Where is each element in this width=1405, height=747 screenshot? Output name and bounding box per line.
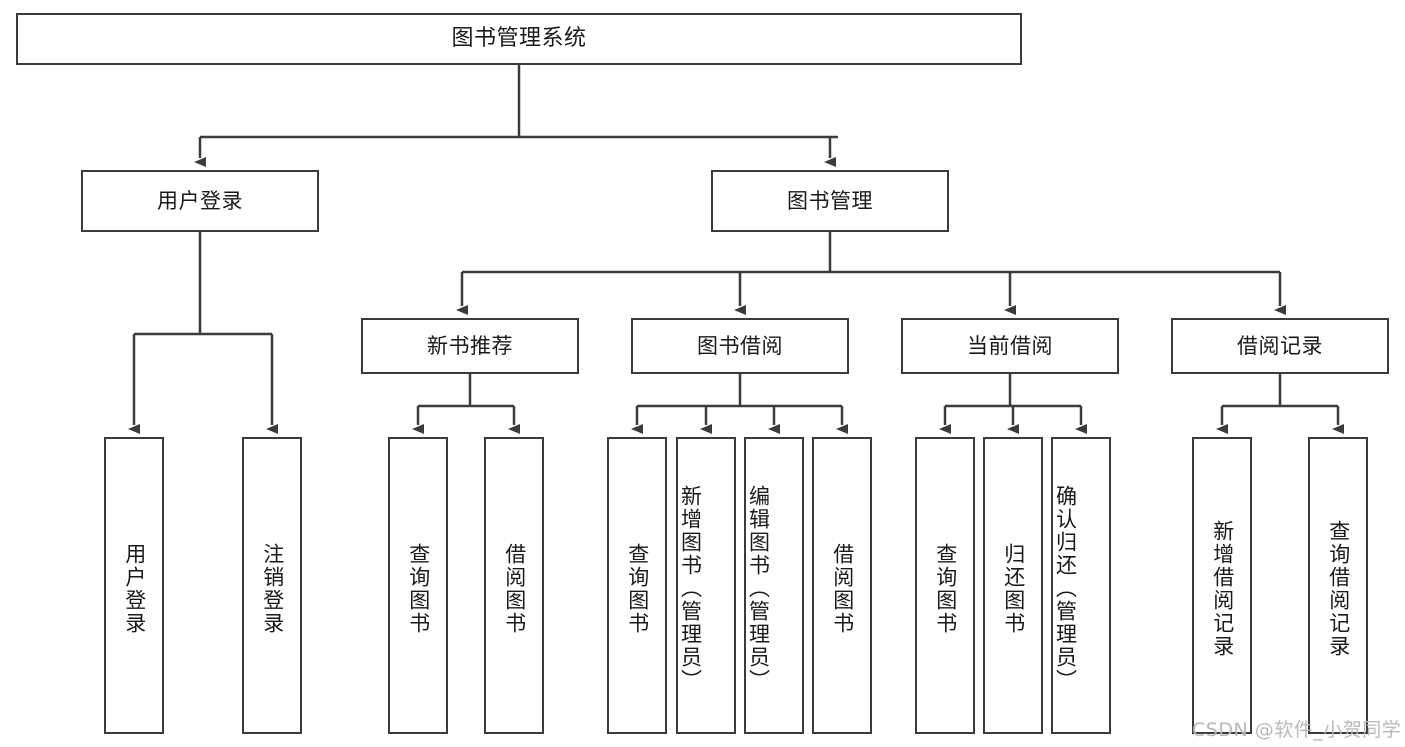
node-leaf-edit-book[interactable]: 编辑图书（管理员）: [744, 437, 804, 734]
node-leaf-logout-label: 注销登录: [260, 542, 285, 635]
node-leaf-borrow-book-1[interactable]: 借阅图书: [484, 437, 544, 734]
node-book-borrow-label: 图书借阅: [697, 333, 783, 358]
node-leaf-add-record-label: 新增借阅记录: [1210, 519, 1235, 658]
node-leaf-query-record[interactable]: 查询借阅记录: [1308, 437, 1368, 734]
node-new-book-rec[interactable]: 新书推荐: [361, 318, 579, 374]
node-leaf-borrow-book-1-label: 借阅图书: [502, 542, 527, 635]
node-leaf-add-record[interactable]: 新增借阅记录: [1192, 437, 1252, 734]
node-leaf-borrow-book-2-label: 借阅图书: [830, 542, 855, 635]
node-leaf-query-book-1-label: 查询图书: [406, 542, 431, 635]
node-leaf-query-record-label: 查询借阅记录: [1326, 519, 1351, 658]
node-leaf-user-login-label: 用户登录: [122, 542, 147, 635]
node-leaf-query-book-3[interactable]: 查询图书: [915, 437, 975, 734]
watermark: CSDN @软件_小贺同学: [1192, 715, 1401, 742]
node-borrow-record[interactable]: 借阅记录: [1171, 318, 1389, 374]
node-leaf-return-book[interactable]: 归还图书: [983, 437, 1043, 734]
node-book-manage[interactable]: 图书管理: [711, 170, 949, 232]
node-user-login[interactable]: 用户登录: [81, 170, 319, 232]
node-book-borrow[interactable]: 图书借阅: [631, 318, 849, 374]
node-borrow-record-label: 借阅记录: [1237, 333, 1323, 358]
node-leaf-query-book-2[interactable]: 查询图书: [607, 437, 667, 734]
watermark-text: CSDN @软件_小贺同学: [1192, 719, 1402, 741]
node-leaf-logout[interactable]: 注销登录: [242, 437, 302, 734]
node-leaf-add-book-label: 新增图书（管理员）: [678, 485, 703, 692]
node-leaf-user-login[interactable]: 用户登录: [104, 437, 164, 734]
node-leaf-edit-book-label: 编辑图书（管理员）: [746, 485, 771, 692]
node-user-login-label: 用户登录: [157, 188, 243, 213]
node-leaf-query-book-1[interactable]: 查询图书: [388, 437, 448, 734]
node-current-borrow[interactable]: 当前借阅: [901, 318, 1119, 374]
node-root[interactable]: 图书管理系统: [16, 13, 1022, 65]
node-leaf-borrow-book-2[interactable]: 借阅图书: [812, 437, 872, 734]
node-new-book-rec-label: 新书推荐: [427, 333, 513, 358]
node-leaf-add-book[interactable]: 新增图书（管理员）: [676, 437, 736, 734]
node-root-label: 图书管理系统: [451, 26, 587, 52]
node-leaf-confirm-return-label: 确认归还（管理员）: [1053, 485, 1078, 692]
node-leaf-query-book-3-label: 查询图书: [933, 542, 958, 635]
node-leaf-query-book-2-label: 查询图书: [625, 542, 650, 635]
node-book-manage-label: 图书管理: [787, 188, 873, 213]
node-leaf-return-book-label: 归还图书: [1001, 542, 1026, 635]
node-current-borrow-label: 当前借阅: [967, 333, 1053, 358]
node-leaf-confirm-return[interactable]: 确认归还（管理员）: [1051, 437, 1111, 734]
